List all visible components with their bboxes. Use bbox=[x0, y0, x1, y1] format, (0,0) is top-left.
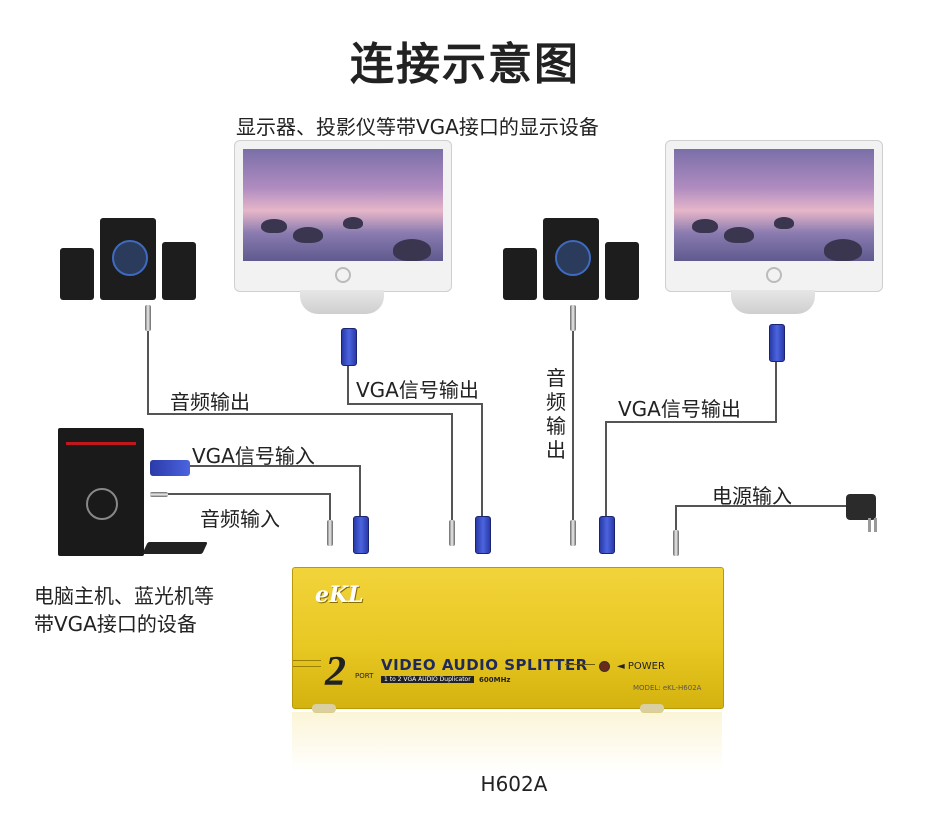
wire-audio-in bbox=[160, 493, 331, 520]
speaker-left bbox=[60, 248, 94, 300]
monitor-left bbox=[234, 140, 452, 292]
monitor-right-stand bbox=[731, 290, 815, 314]
power-adapter bbox=[846, 494, 876, 520]
speaker-set-left bbox=[60, 218, 196, 300]
speaker-left bbox=[503, 248, 537, 300]
model-name: H602A bbox=[480, 772, 548, 796]
speaker-set-right bbox=[503, 218, 639, 300]
audio-out-right-label: 音频输出 bbox=[546, 366, 566, 462]
vga-plug-monitor-right bbox=[769, 324, 785, 362]
model-text: MODEL: eKL-H602A bbox=[633, 684, 702, 692]
displays-label: 显示器、投影仪等带VGA接口的显示设备 bbox=[236, 115, 599, 139]
audio-plug-right-top bbox=[570, 305, 576, 331]
vga-plug-splitter-out2 bbox=[599, 516, 615, 554]
decor-line bbox=[293, 660, 321, 661]
vga-out-left-label: VGA信号输出 bbox=[356, 378, 479, 402]
vga-plug-splitter-in bbox=[353, 516, 369, 554]
splitter-foot-left bbox=[312, 704, 336, 713]
adapter-prong bbox=[868, 518, 871, 532]
monitor-logo-icon bbox=[766, 267, 782, 283]
power-plug-splitter bbox=[673, 530, 679, 556]
vga-splitter-device: eKL 2 PORT VIDEO AUDIO SPLITTER 1 to 2 V… bbox=[292, 567, 724, 709]
product-name: VIDEO AUDIO SPLITTER bbox=[381, 656, 588, 674]
vga-plug-splitter-out1 bbox=[475, 516, 491, 554]
audio-plug-splitter-out1 bbox=[449, 520, 455, 546]
pc-tower bbox=[58, 428, 144, 556]
vga-in-label: VGA信号输入 bbox=[192, 444, 315, 468]
source-device-label-line1: 电脑主机、蓝光机等 bbox=[34, 584, 214, 608]
audio-plug-splitter-in bbox=[327, 520, 333, 546]
splitter-foot-right bbox=[640, 704, 664, 713]
audio-plug-left-top bbox=[145, 305, 151, 331]
diagram-title: 连接示意图 bbox=[350, 39, 580, 90]
power-led bbox=[599, 661, 610, 672]
speaker-right bbox=[162, 242, 196, 300]
hp-logo-icon bbox=[86, 488, 118, 520]
monitor-left-screen bbox=[243, 149, 443, 261]
audio-plug-pc bbox=[150, 492, 168, 497]
bandwidth: 600MHz bbox=[479, 676, 511, 684]
audio-plug-splitter-out2 bbox=[570, 520, 576, 546]
monitor-right bbox=[665, 140, 883, 292]
monitor-left-stand bbox=[300, 290, 384, 314]
speaker-right bbox=[605, 242, 639, 300]
decor-line bbox=[293, 666, 321, 667]
vga-out-right-label: VGA信号输出 bbox=[618, 397, 741, 421]
adapter-prong bbox=[874, 518, 877, 532]
port-number: 2 bbox=[325, 649, 346, 695]
product-subtitle: 1 to 2 VGA AUDIO Duplicator bbox=[381, 676, 474, 683]
audio-in-label: 音频输入 bbox=[200, 507, 280, 531]
monitor-logo-icon bbox=[335, 267, 351, 283]
subwoofer-cone bbox=[112, 240, 148, 276]
pc-red-strip bbox=[66, 442, 136, 445]
decor-line bbox=[565, 664, 595, 665]
port-word: PORT bbox=[355, 672, 374, 680]
monitor-right-screen bbox=[674, 149, 874, 261]
wire-power bbox=[675, 505, 860, 540]
vga-plug-pc bbox=[150, 460, 190, 476]
keyboard bbox=[142, 542, 208, 554]
wire-vga-in bbox=[190, 465, 361, 520]
wire-audio-out-left bbox=[147, 330, 453, 520]
splitter-reflection bbox=[292, 712, 722, 772]
brand-logo: eKL bbox=[315, 582, 364, 608]
subwoofer-cone bbox=[555, 240, 591, 276]
audio-out-left-label: 音频输出 bbox=[170, 390, 250, 414]
wire-vga-out-right bbox=[605, 358, 777, 520]
vga-plug-monitor-left bbox=[341, 328, 357, 366]
power-in-label: 电源输入 bbox=[712, 484, 792, 508]
power-text: ◄ POWER bbox=[617, 661, 665, 672]
wire-vga-out-left bbox=[347, 362, 483, 520]
source-device-label-line2: 带VGA接口的设备 bbox=[34, 612, 197, 636]
